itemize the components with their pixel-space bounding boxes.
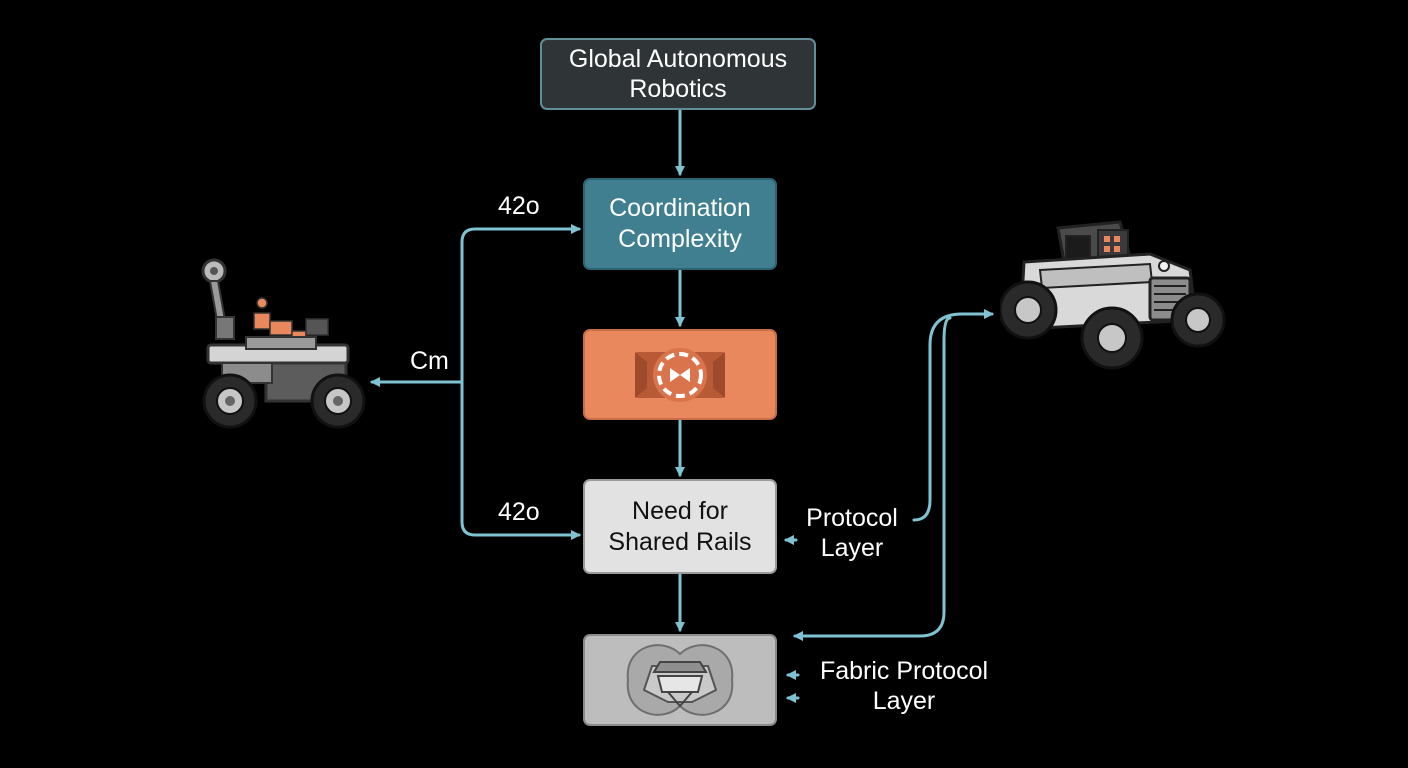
shutter-valve-icon <box>635 347 725 402</box>
protocol-layer-label: Protocol Layer <box>796 503 908 563</box>
rover-arm-robot-icon <box>201 258 366 429</box>
autonomous-vehicle-icon <box>1000 220 1226 370</box>
bottom-branch-label: 42o <box>498 498 540 526</box>
title-box-line1: Global Autonomous <box>568 45 788 73</box>
fabric-protocol-line2: Layer <box>872 687 936 715</box>
fabric-protocol-box <box>583 634 777 726</box>
coordination-box-line2: Complexity <box>618 225 742 253</box>
need-box-line1: Need for <box>632 496 728 525</box>
top-branch-label: 42o <box>498 192 540 220</box>
middle-branch-label: Cm <box>410 347 449 375</box>
fabric-protocol-layer-label: Fabric Protocol Layer <box>806 656 1002 716</box>
global-autonomous-robotics-box: Global Autonomous Robotics <box>540 38 816 110</box>
protocol-layer-line2: Layer <box>820 534 884 562</box>
arrow-right-robot-to-fabric <box>793 316 952 641</box>
title-box-line2: Robotics <box>629 75 727 103</box>
fabric-protocol-line1: Fabric Protocol <box>819 657 989 685</box>
protocol-layer-line1: Protocol <box>806 504 898 532</box>
coordination-box-line1: Coordination <box>609 194 751 222</box>
orange-process-box <box>583 329 777 420</box>
fabric-mesh-icon <box>626 644 734 716</box>
arrow-protocol-to-right-robot <box>912 309 994 522</box>
arrow-left-top-branch <box>460 224 581 384</box>
arrow-left-bottom-branch <box>460 380 581 540</box>
coordination-complexity-box: Coordination Complexity <box>583 178 777 270</box>
need-for-shared-rails-box: Need for Shared Rails <box>583 479 777 574</box>
need-box-line2: Shared Rails <box>608 527 752 556</box>
